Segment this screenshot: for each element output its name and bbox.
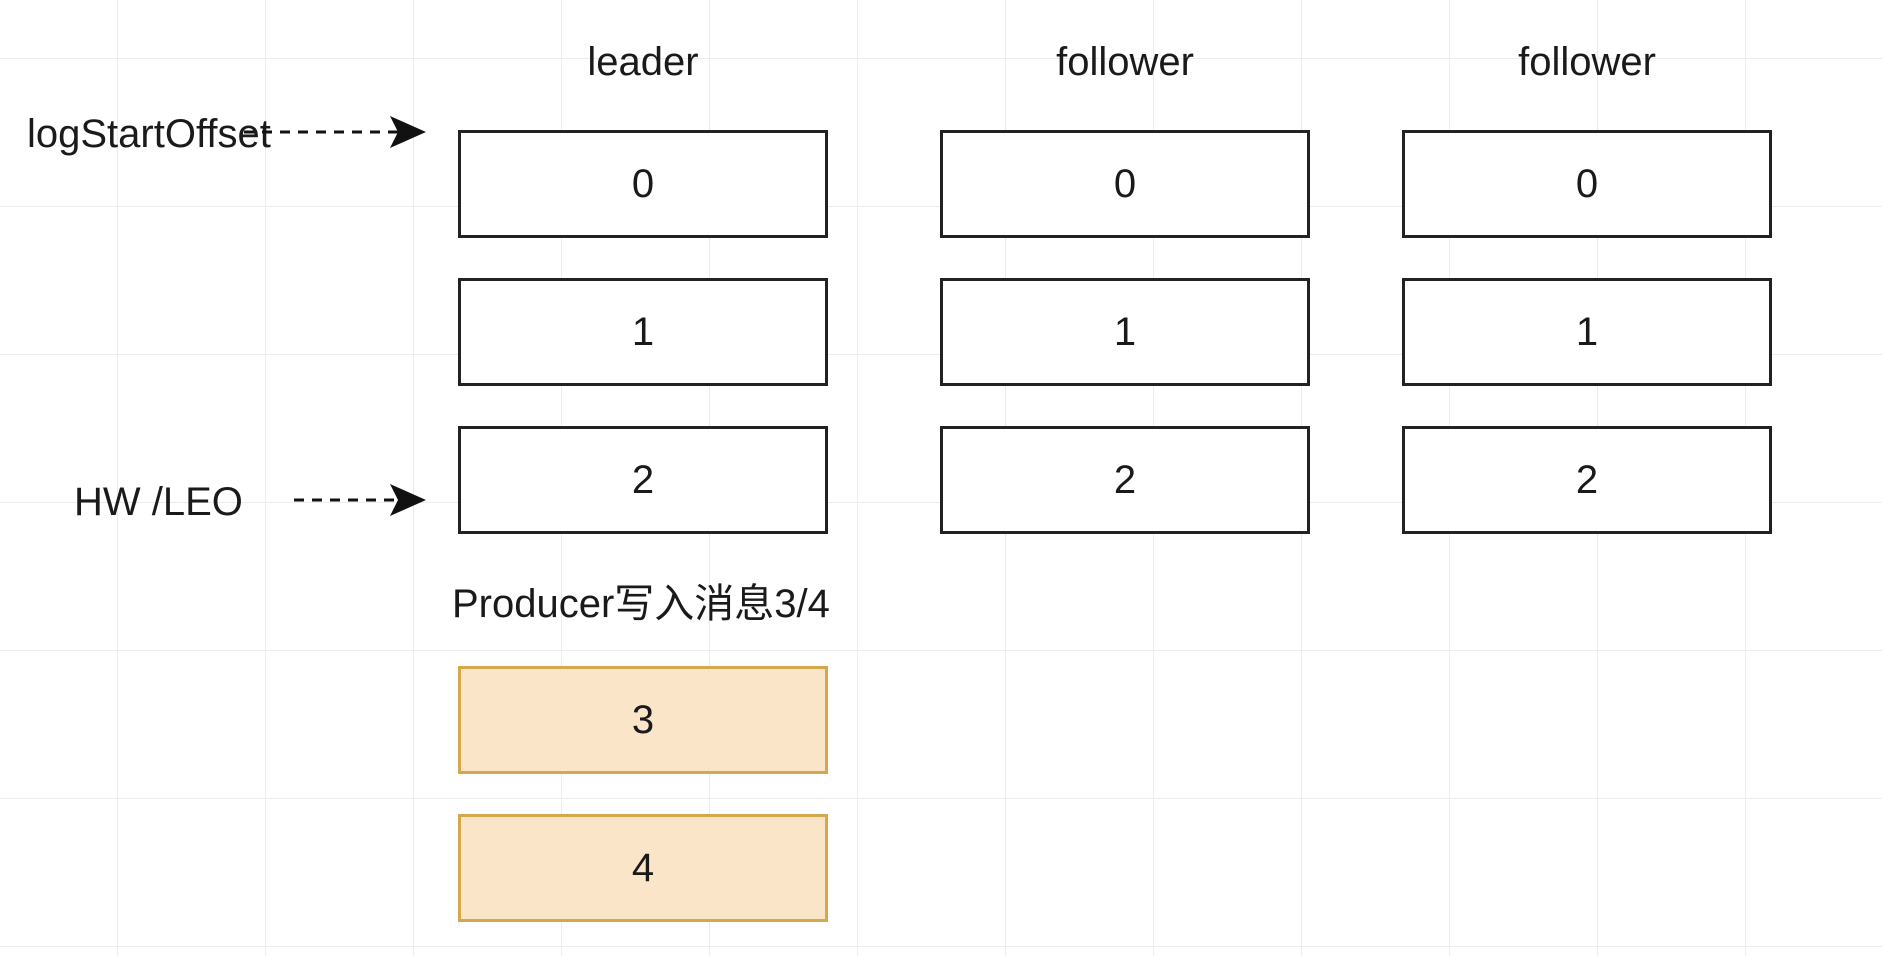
producer-note: Producer写入消息3/4 (452, 582, 830, 626)
follower-1-cell-1: 1 (940, 278, 1310, 386)
follower-1-cell-2: 2 (940, 426, 1310, 534)
log-start-offset-label: logStartOffset (27, 112, 271, 156)
follower-2-cell-2: 2 (1402, 426, 1772, 534)
leader-new-cell-3: 3 (458, 666, 828, 774)
follower-2-header: follower (1518, 40, 1656, 84)
leader-cell-1: 1 (458, 278, 828, 386)
leader-new-cell-4: 4 (458, 814, 828, 922)
follower-1-header: follower (1056, 40, 1194, 84)
follower-1-cell-0: 0 (940, 130, 1310, 238)
hw-leo-label: HW /LEO (74, 480, 243, 524)
follower-2-cell-0: 0 (1402, 130, 1772, 238)
hw-leo-arrow (294, 484, 426, 516)
leader-header: leader (587, 40, 699, 84)
leader-cell-2: 2 (458, 426, 828, 534)
follower-2-cell-1: 1 (1402, 278, 1772, 386)
log-start-offset-arrow (244, 116, 426, 148)
leader-cell-0: 0 (458, 130, 828, 238)
